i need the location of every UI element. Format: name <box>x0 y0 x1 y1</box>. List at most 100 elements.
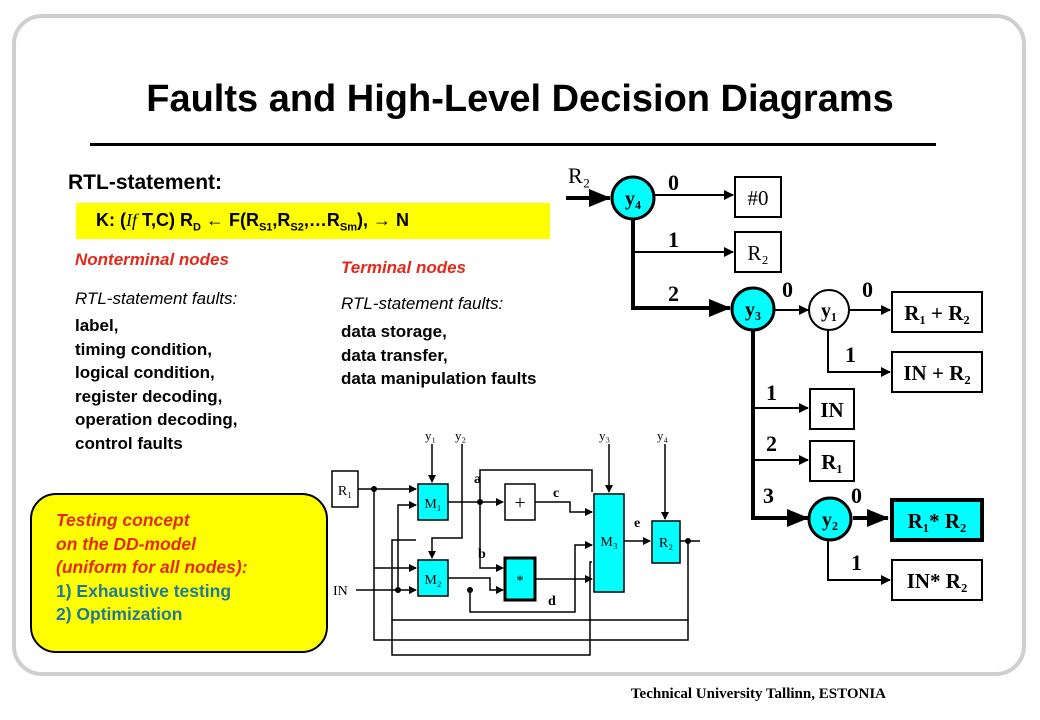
circuit-input-r1 <box>331 470 359 508</box>
list-item: operation decoding, <box>75 410 238 429</box>
circuit-control-label: y₂ <box>455 428 466 443</box>
dd-terminal-label: R₁* R₂ <box>908 509 967 533</box>
stmt-s1-sub: S1 <box>258 221 273 234</box>
circuit-block-label: R₂ <box>659 536 673 551</box>
dd-edge-label: 3 <box>763 483 774 508</box>
circuit-wire-label: e <box>634 516 640 531</box>
footer-institution: Technical University Tallinn, ESTONIA <box>630 686 886 702</box>
stmt-rd-sub: D <box>193 221 201 234</box>
rtl-statement-label: RTL-statement: <box>68 171 223 194</box>
stmt-sm-sub: Sm <box>339 221 358 234</box>
dd-terminal-label: IN <box>820 398 843 422</box>
list-item: data manipulation faults <box>341 369 537 388</box>
dd-terminal <box>891 291 983 333</box>
circuit-wire-label: d <box>548 594 556 609</box>
stmt-arrow: ← F(R <box>200 210 259 230</box>
circuit-block-r2 <box>651 520 681 564</box>
dd-node-label: y₂ <box>822 509 838 531</box>
stmt-k: K: ( <box>96 210 126 230</box>
dd-terminal-label: IN + R₂ <box>903 361 970 385</box>
dd-edge-y1-t3 <box>827 330 891 377</box>
circuit-junction <box>467 587 473 593</box>
dd-node-y3 <box>730 286 776 332</box>
testing-line: (uniform for all nodes): <box>56 557 248 577</box>
circuit-input-label: IN <box>333 584 348 599</box>
circuit-block-label: M₃ <box>600 535 617 550</box>
testing-concept-box: Testing concept on the DD-model (uniform… <box>30 493 328 653</box>
circuit-block-label: + <box>514 492 525 514</box>
dd-edge-label: 0 <box>851 483 862 508</box>
terminal-heading: Terminal nodes <box>341 258 467 277</box>
circuit-wires <box>356 469 700 656</box>
stmt-s2-sub: S2 <box>290 221 304 234</box>
dd-terminal <box>809 388 855 430</box>
circuit-junction <box>395 587 401 593</box>
page-title: Faults and High-Level Decision Diagrams <box>146 78 894 120</box>
circuit-block-m2 <box>417 559 449 597</box>
dd-terminal-label: #0 <box>748 186 769 210</box>
circuit-junction <box>371 486 377 492</box>
dd-node-y1 <box>808 289 850 331</box>
testing-line: Testing concept <box>56 510 190 530</box>
dd-terminal-label: R₂ <box>747 241 768 265</box>
nonterminal-heading: Nonterminal nodes <box>75 250 229 269</box>
circuit-junction <box>477 499 483 505</box>
dd-edge-label: 0 <box>668 170 679 195</box>
dd-edge-label: 1 <box>668 227 679 252</box>
terminal-subheading: RTL-statement faults: <box>341 294 504 313</box>
dd-node-y4 <box>610 175 656 221</box>
terminal-fault-list: data storage, data transfer, data manipu… <box>341 320 537 391</box>
list-item: timing condition, <box>75 339 212 359</box>
nonterminal-fault-list: label, timing condition, logical conditi… <box>75 314 237 455</box>
circuit-block-m3 <box>593 493 625 593</box>
dd-edge-label: 2 <box>668 281 679 306</box>
stmt-c2: ,…R <box>303 210 340 230</box>
dd-terminal-highlight <box>890 498 984 542</box>
dd-edge-y4-y3 <box>631 218 731 317</box>
dd-terminal <box>734 176 782 218</box>
circuit-block-adder <box>504 483 536 521</box>
dd-edge-label: 1 <box>851 550 862 575</box>
dd-root-label: R₂ <box>568 163 590 188</box>
circuit-control-label: y₃ <box>599 428 610 443</box>
list-item: register decoding, <box>75 386 223 406</box>
circuit-block-label: M₂ <box>424 573 441 588</box>
dd-node-y2 <box>807 496 853 542</box>
dd-edge-label: 2 <box>766 431 777 456</box>
list-item: data storage, <box>341 322 447 341</box>
nonterminal-subheading: RTL-statement faults: <box>75 289 238 308</box>
circuit-wire-label: a <box>474 472 481 487</box>
dd-terminal-label: R₁ + R₂ <box>904 301 969 325</box>
dd-node-label: y₄ <box>625 188 641 210</box>
circuit-control-label: y₁ <box>425 428 436 443</box>
dd-terminal-label: R₁ <box>821 450 842 474</box>
circuit-wire-label: b <box>478 547 486 562</box>
stmt-c1: ,R <box>272 210 291 230</box>
dd-edge-y2-t7 <box>827 540 891 585</box>
list-item: label, <box>75 316 119 335</box>
dd-edge-label: 0 <box>782 277 793 302</box>
dd-terminal <box>734 231 782 273</box>
stmt-tc: T,C) R <box>137 210 193 230</box>
dd-edge-y3-y2 <box>751 328 809 527</box>
circuit-wire-label: c <box>553 486 559 501</box>
circuit-junction <box>685 538 691 544</box>
stmt-if: If <box>126 210 137 230</box>
control-line-y2 <box>428 444 463 559</box>
circuit-block-label: * <box>516 573 524 589</box>
dd-edge-label: 0 <box>862 277 873 302</box>
dd-terminal <box>891 351 983 393</box>
rtl-statement-box: K: (If T,C) RD ← F(RS1,RS2,…RSm), → N <box>76 203 550 239</box>
list-item: control faults <box>75 433 183 453</box>
list-item: logical condition, <box>75 363 215 382</box>
list-item: data transfer, <box>341 345 448 365</box>
circuit-block-m1 <box>417 483 449 521</box>
dd-terminal <box>809 440 855 482</box>
testing-line: on the DD-model <box>56 533 196 554</box>
dd-node-label: y₁ <box>821 300 837 322</box>
circuit-block-label: M₁ <box>424 497 441 512</box>
circuit-input-label: R₁ <box>338 484 352 499</box>
dd-node-label: y₃ <box>745 299 761 321</box>
